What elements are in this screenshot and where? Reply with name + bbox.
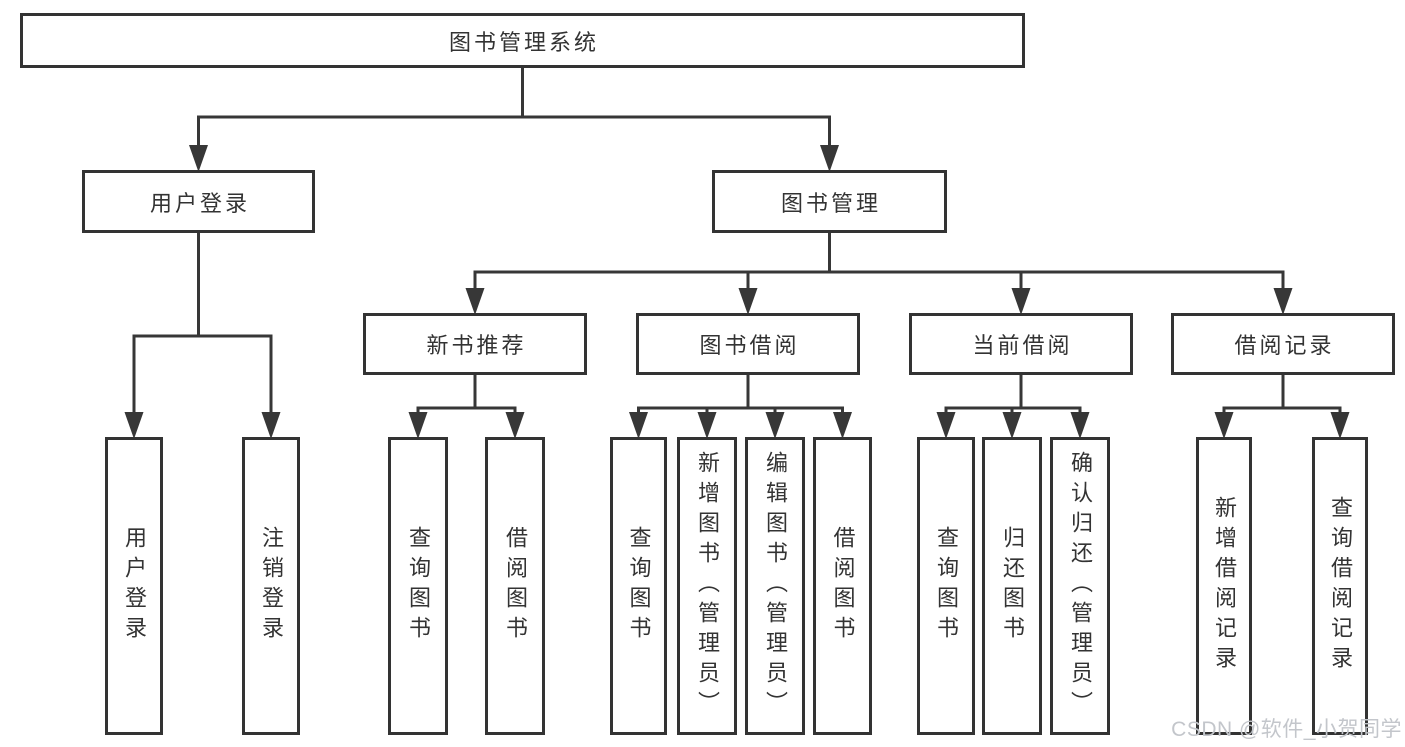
node-label: 借阅记录 <box>1234 333 1335 358</box>
node-query-borrow-record: 查询借阅记录 <box>1312 437 1368 735</box>
node-edit-books: 编辑图书（管理员） <box>745 437 805 735</box>
node-book-management: 图书管理 <box>712 170 947 233</box>
node-add-books: 新增图书（管理员） <box>677 437 737 735</box>
node-query-books-1: 查询图书 <box>388 437 448 735</box>
node-current-borrowing: 当前借阅 <box>909 313 1133 375</box>
node-label: 借阅图书 <box>503 526 528 646</box>
node-query-books-2: 查询图书 <box>610 437 667 735</box>
node-label: 查询图书 <box>406 526 431 646</box>
node-label: 用户登录 <box>149 190 250 216</box>
node-add-borrow-record: 新增借阅记录 <box>1196 437 1252 735</box>
node-label: 用户登录 <box>122 526 147 646</box>
node-borrowing-records: 借阅记录 <box>1171 313 1395 375</box>
node-borrow-books-2: 借阅图书 <box>813 437 872 735</box>
node-logout: 注销登录 <box>242 437 300 735</box>
node-label: 新增借阅记录 <box>1212 496 1237 676</box>
watermark: CSDN @软件_小贺同学 <box>1171 718 1402 741</box>
node-book-borrowing: 图书借阅 <box>636 313 860 375</box>
node-label: 图书借阅 <box>699 333 800 358</box>
node-label: 确认归还（管理员） <box>1068 451 1093 721</box>
node-user-login: 用户登录 <box>82 170 315 233</box>
node-confirm-return: 确认归还（管理员） <box>1050 437 1110 735</box>
node-label: 编辑图书（管理员） <box>763 451 788 721</box>
node-query-books-3: 查询图书 <box>917 437 975 735</box>
node-return-books: 归还图书 <box>982 437 1042 735</box>
node-label: 查询借阅记录 <box>1328 496 1353 676</box>
node-borrow-books-1: 借阅图书 <box>485 437 545 735</box>
node-label: 当前借阅 <box>972 333 1073 358</box>
node-new-book-recommend: 新书推荐 <box>363 313 587 375</box>
node-label: 新增图书（管理员） <box>695 451 720 721</box>
node-label: 新书推荐 <box>426 333 527 358</box>
node-label: 注销登录 <box>259 526 284 646</box>
node-system: 图书管理系统 <box>20 13 1025 68</box>
node-label: 借阅图书 <box>830 526 856 646</box>
node-label: 归还图书 <box>1000 526 1025 646</box>
node-do-user-login: 用户登录 <box>105 437 163 735</box>
node-label: 查询图书 <box>626 526 652 646</box>
node-label: 图书管理 <box>780 190 881 216</box>
node-label: 图书管理系统 <box>448 29 599 55</box>
node-label: 查询图书 <box>934 526 959 646</box>
